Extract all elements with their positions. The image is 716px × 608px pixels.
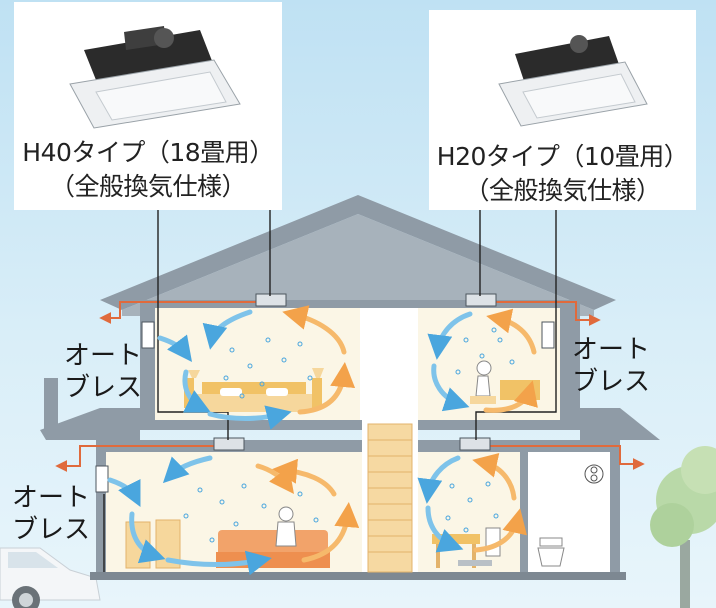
ceiling-fan-units [213, 293, 497, 451]
autobreath-label-line1: オート [12, 483, 91, 513]
autobreath-label-line2: ブレス [64, 373, 143, 403]
unit-model-left: H40タイプ（18畳用） [22, 138, 274, 167]
airflow-arrows [107, 305, 538, 576]
callout-h40-unit: H40タイプ（18畳用） （全般換気仕様） [14, 2, 282, 210]
tree [650, 446, 716, 608]
autobreath-label-upper-left: オート ブレス [64, 340, 142, 404]
autobreath-label-line2: ブレス [572, 367, 651, 397]
ventilation-fan-unit-image [498, 35, 648, 127]
toilet [537, 537, 565, 567]
exhaust-ducts [55, 301, 645, 472]
wall-air-inlets [95, 321, 555, 493]
unit-spec-right: （全般換気仕様） [464, 176, 661, 205]
air-particles [183, 327, 515, 543]
autobreath-label-line2: ブレス [12, 515, 91, 545]
autobreath-label-line1: オート [64, 341, 143, 371]
autobreath-label-line1: オート [572, 335, 651, 365]
ventilation-fan-unit-image [69, 26, 241, 129]
unit-spec-left: （全般換気仕様） [49, 172, 247, 201]
unit-model-right: H20タイプ（10畳用） [436, 142, 689, 171]
staircase [367, 423, 413, 573]
callout-h20-unit: H20タイプ（10畳用） （全般換気仕様） [429, 10, 696, 210]
car [0, 547, 101, 608]
bathroom-fan-icon [584, 464, 604, 484]
autobreath-label-upper-right: オート ブレス [572, 334, 650, 398]
autobreath-label-lower-left: オート ブレス [12, 482, 90, 546]
